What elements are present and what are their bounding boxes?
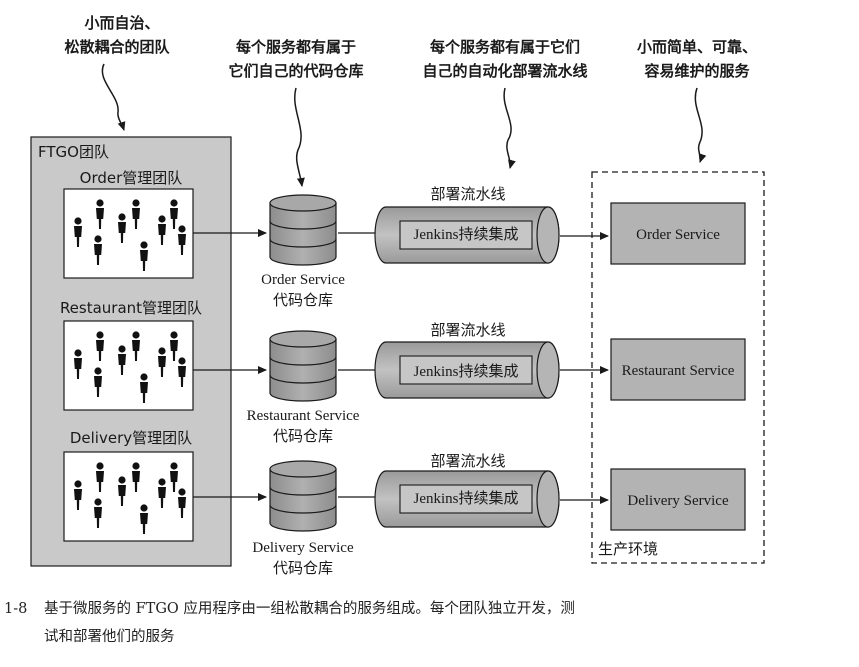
annotation-teams-line2: 松散耦合的团队	[64, 38, 170, 56]
person-icon	[96, 462, 104, 492]
repository-icon-order	[269, 194, 337, 266]
annotation-repo: 每个服务都有属于 它们自己的代码仓库	[228, 38, 363, 80]
person-icon	[140, 504, 148, 534]
repo-label-restaurant-line1: Restaurant Service	[247, 408, 360, 424]
person-icon	[170, 199, 178, 229]
annotation-service-line1: 小而简单、可靠、	[637, 38, 757, 56]
annotation-teams-arrow	[101, 63, 126, 131]
pipeline-box-restaurant: Jenkins持续集成	[413, 363, 518, 380]
person-icon	[178, 488, 186, 518]
service-box-order	[610, 202, 746, 265]
pipeline-delivery	[374, 470, 560, 528]
person-icon	[140, 373, 148, 403]
annotation-pipeline-line1: 每个服务都有属于它们	[430, 38, 580, 56]
person-icon	[132, 462, 140, 492]
pipeline-label-delivery: 部署流水线	[430, 452, 505, 470]
annotation-teams: 小而自治、 松散耦合的团队	[64, 14, 170, 56]
person-icon	[158, 478, 166, 508]
production-environment-label: 生产环境	[598, 540, 658, 558]
pipeline-label-order: 部署流水线	[430, 185, 505, 203]
annotation-teams-line1: 小而自治、	[84, 14, 159, 32]
ftgo-team-label: FTGO团队	[38, 143, 109, 161]
pipeline-box-delivery: Jenkins持续集成	[413, 490, 518, 507]
annotation-pipeline: 每个服务都有属于它们 自己的自动化部署流水线	[422, 38, 587, 80]
person-icon	[178, 225, 186, 255]
annotation-service-arrow	[694, 87, 707, 163]
person-icon	[96, 199, 104, 229]
person-icon	[74, 480, 82, 510]
person-icon	[158, 347, 166, 377]
service-label-order: Order Service	[636, 227, 720, 243]
pipeline-restaurant	[374, 341, 560, 399]
annotation-pipeline-arrow	[503, 87, 516, 169]
service-label-delivery: Delivery Service	[627, 493, 729, 509]
person-icon	[74, 217, 82, 247]
pipeline-stage-box	[399, 355, 533, 385]
person-icon	[118, 476, 126, 506]
repo-label-delivery-line2: 代码仓库	[273, 559, 333, 577]
person-icon	[158, 215, 166, 245]
person-icon	[170, 462, 178, 492]
annotation-repo-arrow	[294, 87, 305, 187]
pipeline-order	[374, 206, 560, 264]
repo-label-order-line2: 代码仓库	[273, 291, 333, 309]
annotation-repo-line1: 每个服务都有属于	[236, 38, 356, 56]
annotation-service: 小而简单、可靠、 容易维护的服务	[637, 38, 757, 80]
person-icon	[96, 331, 104, 361]
repository-icon-delivery	[269, 460, 337, 532]
person-icon	[178, 357, 186, 387]
people-layer	[74, 199, 186, 534]
service-box-restaurant	[610, 338, 746, 401]
pipeline-label-restaurant: 部署流水线	[430, 321, 505, 339]
person-icon	[94, 498, 102, 528]
person-icon	[170, 331, 178, 361]
repository-layer	[269, 194, 337, 532]
person-icon	[74, 349, 82, 379]
pipeline-layer	[374, 206, 560, 528]
pipeline-stage-box	[399, 484, 533, 514]
person-icon	[94, 367, 102, 397]
person-icon	[118, 345, 126, 375]
service-box-delivery	[610, 468, 746, 531]
annotation-service-line2: 容易维护的服务	[643, 62, 750, 80]
team-label-order: Order管理团队	[80, 169, 183, 187]
repo-label-delivery-line1: Delivery Service	[252, 540, 354, 556]
annotation-repo-line2: 它们自己的代码仓库	[228, 62, 363, 80]
person-icon	[132, 331, 140, 361]
team-label-delivery: Delivery管理团队	[70, 429, 192, 447]
production-environment-box	[591, 171, 765, 564]
service-label-restaurant: Restaurant Service	[622, 363, 735, 379]
pipeline-stage-box	[399, 220, 533, 250]
caption-line1: 基于微服务的 FTGO 应用程序由一组松散耦合的服务组成。每个团队独立开发，测	[44, 599, 575, 617]
person-icon	[118, 213, 126, 243]
annotation-pipeline-line2: 自己的自动化部署流水线	[422, 62, 587, 80]
caption-number: 1-8	[4, 601, 27, 617]
repository-icon-restaurant	[269, 330, 337, 402]
person-icon	[94, 235, 102, 265]
person-icon	[132, 199, 140, 229]
repo-label-restaurant-line2: 代码仓库	[273, 427, 333, 445]
pipeline-box-order: Jenkins持续集成	[413, 226, 518, 243]
repo-label-order-line1: Order Service	[261, 272, 345, 288]
person-icon	[140, 241, 148, 271]
team-label-restaurant: Restaurant管理团队	[60, 299, 202, 317]
caption-line2: 试和部署他们的服务	[44, 628, 175, 645]
